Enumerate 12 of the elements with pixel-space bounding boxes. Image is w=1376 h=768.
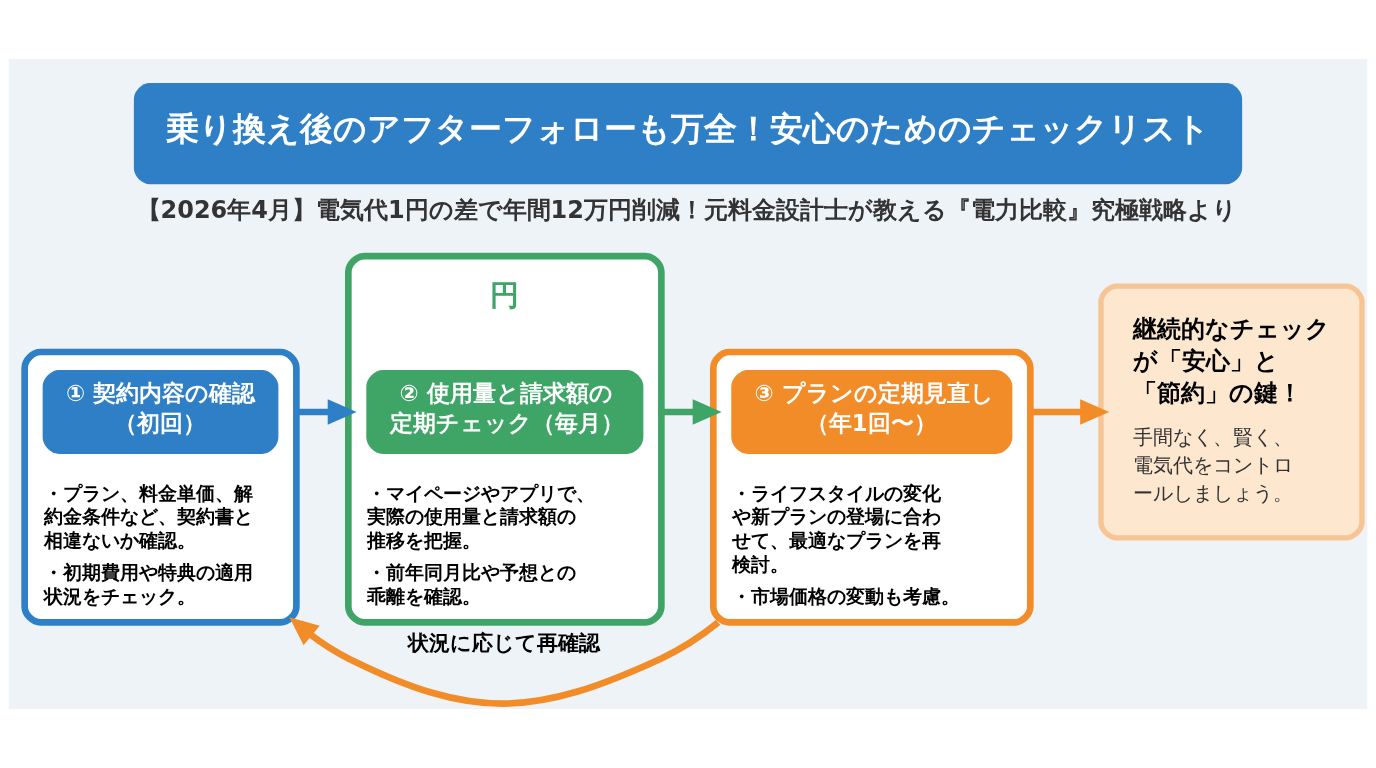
node-box: ① 契約内容の確認（初回） (42, 370, 279, 454)
caption: 【2026年4月】電気代1円の差で年間12万円削減！元料金設計士が教える『電力比較』究極戦略より (136, 196, 1237, 225)
arrow (1030, 399, 1110, 425)
node-box: ② 使用量と請求額の定期チェック（毎月） (366, 370, 644, 454)
arrow (661, 399, 722, 425)
arrow (289, 617, 721, 707)
arrow (296, 399, 357, 425)
diagram-title: 乗り換え後のアフターフォローも万全！安心のためのチェックリスト (165, 109, 1210, 149)
node-box: ③ プランの定期見直し（年1回〜） (731, 370, 1013, 454)
edge-label: 状況に応じて再確認 (408, 630, 601, 656)
label: 円 (490, 277, 520, 312)
node-box: 継続的なチェックが「安心」と「節約」の鍵！ 手間なく、賢く、電気代をコントロールしましょう。 (1098, 283, 1365, 541)
